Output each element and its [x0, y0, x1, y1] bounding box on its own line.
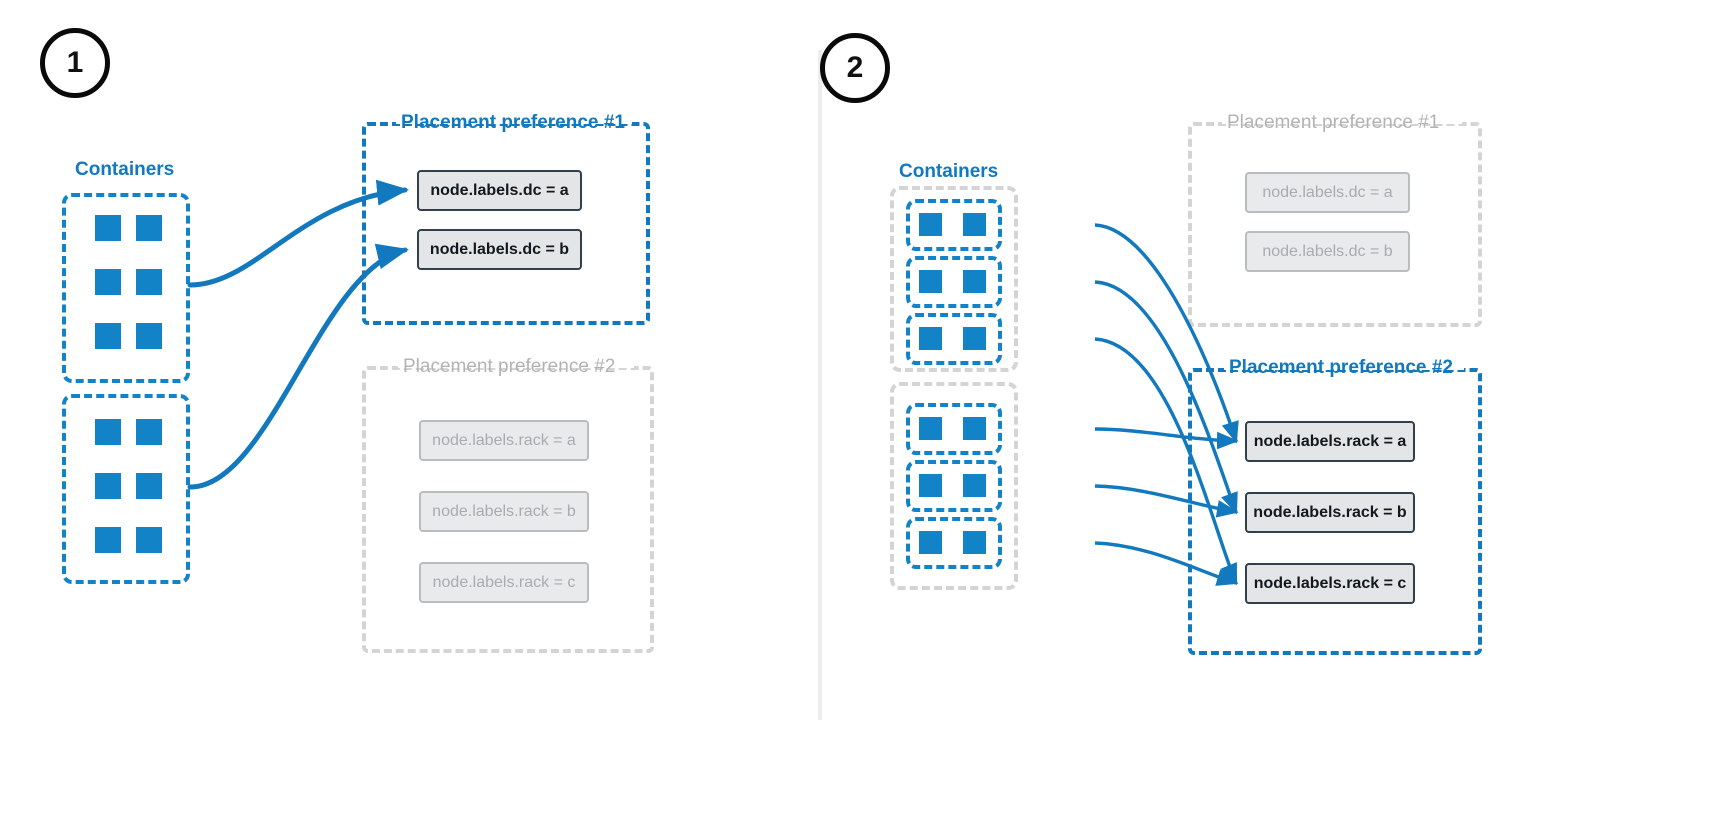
containers-title-2: Containers	[899, 161, 999, 182]
container-square	[919, 213, 942, 236]
label-chip-rack-b: node.labels.rack = b	[419, 491, 589, 532]
container-square	[919, 531, 942, 554]
container-subgroup	[906, 199, 1002, 251]
step-badge-2: 2	[820, 33, 890, 103]
title-notch	[396, 116, 632, 124]
container-square	[919, 474, 942, 497]
placement-preference-2-title: Placement preference #2	[403, 356, 616, 377]
container-subgroup	[906, 403, 1002, 455]
container-square	[919, 327, 942, 350]
step-badge-1-label: 1	[66, 46, 84, 79]
step-badge-1: 1	[40, 28, 110, 98]
container-subgroup	[906, 460, 1002, 512]
container-subgroup	[906, 313, 1002, 365]
label-chip-rack-a: node.labels.rack = a	[419, 420, 589, 461]
container-square	[136, 527, 162, 553]
container-group-1b	[62, 394, 190, 584]
label-chip-rack-b-2: node.labels.rack = b	[1245, 492, 1415, 533]
step-badge-2-label: 2	[846, 51, 864, 84]
container-square	[95, 527, 121, 553]
placement-preference-1-title: Placement preference #1	[401, 112, 625, 133]
placement-preference-1-box	[362, 122, 650, 325]
container-square	[136, 269, 162, 295]
container-outer-group-2b	[890, 382, 1018, 590]
label-chip-rack-c: node.labels.rack = c	[419, 562, 589, 603]
label-chip-dc-a-2: node.labels.dc = a	[1245, 172, 1410, 213]
container-square	[963, 327, 986, 350]
container-group-1a	[62, 193, 190, 383]
placement-preference-2-box	[362, 366, 654, 653]
container-square	[95, 323, 121, 349]
panel-divider	[818, 50, 822, 720]
container-square	[963, 474, 986, 497]
title-notch	[1224, 362, 1464, 370]
container-square	[963, 270, 986, 293]
placement-preference-2-title-2: Placement preference #2	[1229, 357, 1453, 378]
container-square	[95, 473, 121, 499]
container-square	[919, 270, 942, 293]
label-chip-dc-a: node.labels.dc = a	[417, 170, 582, 211]
container-square	[919, 417, 942, 440]
container-square	[136, 323, 162, 349]
label-chip-rack-a-2: node.labels.rack = a	[1245, 421, 1415, 462]
container-square	[95, 419, 121, 445]
container-square	[95, 215, 121, 241]
container-square	[963, 213, 986, 236]
container-subgroup	[906, 517, 1002, 569]
label-chip-dc-b: node.labels.dc = b	[417, 229, 582, 270]
container-square	[136, 215, 162, 241]
container-square	[136, 473, 162, 499]
container-outer-group-2a	[890, 186, 1018, 372]
placement-preference-1-title-2: Placement preference #1	[1227, 112, 1440, 133]
container-square	[136, 419, 162, 445]
label-chip-rack-c-2: node.labels.rack = c	[1245, 563, 1415, 604]
container-subgroup	[906, 256, 1002, 308]
placement-preference-1-box-2	[1188, 122, 1482, 327]
title-notch	[398, 360, 634, 368]
title-notch	[1222, 116, 1462, 124]
container-square	[963, 417, 986, 440]
container-square	[963, 531, 986, 554]
label-chip-dc-b-2: node.labels.dc = b	[1245, 231, 1410, 272]
container-square	[95, 269, 121, 295]
containers-title-1: Containers	[75, 159, 175, 180]
